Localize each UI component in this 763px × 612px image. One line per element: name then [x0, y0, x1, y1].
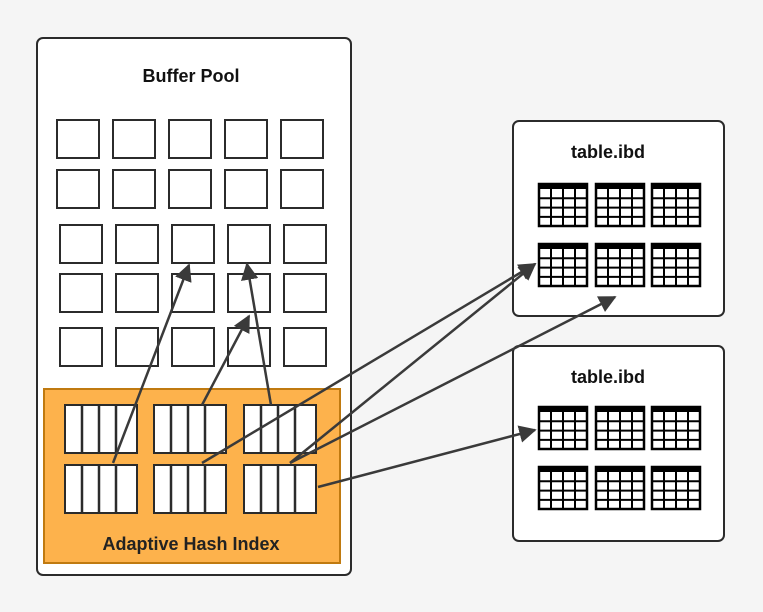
adaptive-hash-index: Adaptive Hash Index — [43, 388, 341, 564]
table-page-icon — [650, 405, 702, 451]
buffer-page — [171, 327, 215, 367]
buffer-page — [168, 119, 212, 159]
buffer-page — [59, 273, 103, 313]
tablespace-file-pages — [537, 182, 702, 288]
table-page-icon — [650, 465, 702, 511]
pointer-arrows — [111, 262, 617, 489]
pointer-arrow — [289, 262, 537, 464]
pointer-arrow — [111, 263, 192, 464]
buffer-page — [56, 169, 100, 209]
table-page-icon — [537, 182, 589, 228]
buffer-page — [280, 169, 324, 209]
table-page-icon — [594, 182, 646, 228]
hash-index-label: Adaptive Hash Index — [102, 534, 279, 554]
pointer-arrow — [201, 262, 537, 465]
tablespace-file-1: table.ibd — [512, 120, 725, 317]
buffer-page — [112, 119, 156, 159]
pointer-arrow — [200, 314, 251, 406]
table-page-icon — [537, 465, 589, 511]
tablespace-file-title: table.ibd — [571, 142, 645, 162]
buffer-page — [283, 224, 327, 264]
table-page-icon — [650, 242, 702, 288]
buffer-page — [171, 224, 215, 264]
buffer-page — [59, 224, 103, 264]
buffer-page — [224, 169, 268, 209]
hash-index-blocks — [64, 404, 317, 514]
table-page-icon — [594, 405, 646, 451]
buffer-pool-title: Buffer Pool — [143, 66, 240, 86]
tablespace-file-pages — [537, 405, 702, 511]
tablespace-file-2: table.ibd — [512, 345, 725, 542]
hash-bucket-block — [243, 464, 317, 514]
pointer-arrow — [289, 295, 617, 465]
buffer-page — [59, 327, 103, 367]
tablespace-file-title: table.ibd — [571, 367, 645, 387]
buffer-page — [283, 327, 327, 367]
hash-bucket-block — [153, 404, 227, 454]
buffer-page — [115, 224, 159, 264]
buffer-pool-pages — [56, 119, 327, 367]
pointer-arrow — [317, 425, 537, 489]
hash-bucket-block — [153, 464, 227, 514]
hash-bucket-block — [64, 464, 138, 514]
buffer-page — [283, 273, 327, 313]
buffer-page — [115, 273, 159, 313]
buffer-page — [168, 169, 212, 209]
table-page-icon — [650, 182, 702, 228]
buffer-page — [112, 169, 156, 209]
table-page-icon — [537, 405, 589, 451]
buffer-page — [224, 119, 268, 159]
hash-bucket-block — [243, 404, 317, 454]
table-page-icon — [537, 242, 589, 288]
buffer-page — [56, 119, 100, 159]
buffer-page — [227, 224, 271, 264]
buffer-page — [280, 119, 324, 159]
pointer-arrow — [241, 262, 273, 406]
table-page-icon — [594, 242, 646, 288]
table-page-icon — [594, 465, 646, 511]
